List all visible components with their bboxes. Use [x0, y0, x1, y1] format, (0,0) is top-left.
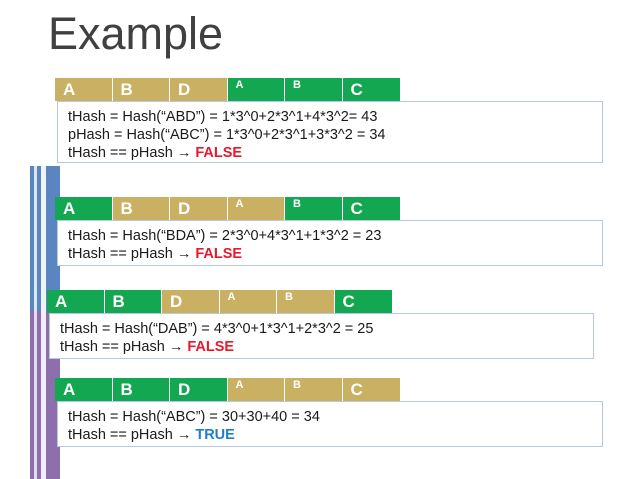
sequence-cell-label: B [293, 79, 301, 91]
sequence-cell-label: B [293, 198, 301, 210]
hash-line-3-1: tHash = Hash(“DAB”) = 4*3^0+1*3^1+2*3^2 … [60, 320, 593, 338]
sequence-cell-2-1: A [55, 197, 113, 220]
sequence-cell-4-6: C [342, 378, 400, 401]
sequence-cell-label: A [235, 79, 244, 91]
sequence-cell-label: A [63, 199, 76, 218]
hash-explanation-box-1: tHash = Hash(“ABD”) = 1*3^0+2*3^1+4*3^2=… [57, 101, 603, 163]
hash-line-text: tHash = Hash(“BDA”) = 2*3^0+4*3^1+1*3^2 … [68, 228, 382, 244]
stripe-mid-blue-upper [37, 0, 41, 311]
sequence-cell-4-2: B [112, 378, 170, 401]
sequence-cell-3-1: A [47, 290, 105, 313]
sequence-cell-1-3: D [170, 78, 228, 101]
hash-line-3-2: tHash == pHash → FALSE [60, 338, 593, 356]
comparison-result-badge: TRUE [195, 427, 235, 443]
sequence-cell-label: B [120, 380, 133, 399]
hash-line-text: tHash == pHash → [68, 246, 196, 262]
sequence-cell-label: C [350, 80, 363, 99]
sequence-cell-label: A [63, 80, 76, 99]
hash-line-text: pHash = Hash(“ABC”) = 1*3^0+2*3^1+3*3^2 … [68, 127, 386, 143]
sequence-cell-label: B [112, 292, 125, 311]
hash-line-2-2: tHash == pHash → FALSE [68, 245, 602, 263]
sequence-cell-1-6: C [342, 78, 400, 101]
sequence-cell-2-5: B [285, 197, 343, 220]
sequence-cell-2-6: C [342, 197, 400, 220]
sequence-cell-label: D [170, 292, 183, 311]
sequence-cell-label: C [342, 292, 355, 311]
hash-explanation-box-3: tHash = Hash(“DAB”) = 4*3^0+1*3^1+2*3^2 … [49, 313, 594, 359]
sequence-cell-1-4: A [227, 78, 285, 101]
sequence-cell-4-3: D [170, 378, 228, 401]
hash-line-1-3: tHash == pHash → FALSE [68, 144, 602, 162]
sequence-cell-label: C [350, 199, 363, 218]
sequence-cell-4-4: A [227, 378, 285, 401]
hash-explanation-box-2: tHash = Hash(“BDA”) = 2*3^0+4*3^1+1*3^2 … [57, 220, 603, 266]
sequence-cell-1-2: B [112, 78, 170, 101]
hash-line-4-2: tHash == pHash → TRUE [68, 426, 602, 444]
hash-line-2-1: tHash = Hash(“BDA”) = 2*3^0+4*3^1+1*3^2 … [68, 227, 602, 245]
sequence-cell-1-1: A [55, 78, 113, 101]
sequence-cell-3-3: D [162, 290, 220, 313]
stripe-outer-blue-upper [30, 0, 34, 311]
stripe-pale-1-upper [34, 0, 37, 311]
sequence-cell-label: B [285, 291, 293, 303]
stripe-outer-blue-lower [30, 311, 34, 479]
sequence-cell-label: A [227, 291, 236, 303]
hash-line-4-1: tHash = Hash(“ABC”) = 30+30+40 = 34 [68, 408, 602, 426]
stripe-pale-1-lower [34, 311, 37, 479]
sequence-cell-2-3: D [170, 197, 228, 220]
hash-line-text: tHash = Hash(“ABD”) = 1*3^0+2*3^1+4*3^2=… [68, 109, 378, 125]
sequence-cell-label: A [63, 380, 76, 399]
sequence-cell-label: A [235, 198, 244, 210]
sequence-cell-4-1: A [55, 378, 113, 401]
sequence-cell-label: B [120, 80, 133, 99]
sequence-cell-label: A [235, 379, 244, 391]
left-accent-stripes [0, 0, 60, 479]
sequence-cell-4-5: B [285, 378, 343, 401]
hash-line-text: tHash == pHash → [60, 339, 188, 355]
sequence-cell-label: A [55, 292, 68, 311]
sequence-cell-2-4: A [227, 197, 285, 220]
comparison-result-badge: FALSE [187, 339, 235, 355]
sequence-cell-3-4: A [219, 290, 277, 313]
sequence-cell-1-5: B [285, 78, 343, 101]
comparison-result-badge: FALSE [195, 246, 243, 262]
sequence-cell-3-2: B [104, 290, 162, 313]
sequence-cell-label: D [178, 80, 191, 99]
hash-line-text: tHash == pHash → [68, 145, 196, 161]
sequence-cell-3-5: B [277, 290, 335, 313]
sequence-cell-label: B [120, 199, 133, 218]
sequence-cell-label: B [293, 379, 301, 391]
comparison-result-badge: FALSE [195, 145, 243, 161]
sequence-cell-label: D [178, 380, 191, 399]
stripe-pale-2-lower [41, 311, 46, 479]
sequence-cell-3-6: C [334, 290, 392, 313]
hash-line-1-1: tHash = Hash(“ABD”) = 1*3^0+2*3^1+4*3^2=… [68, 108, 602, 126]
sequence-cell-label: D [178, 199, 191, 218]
hash-line-text: tHash = Hash(“ABC”) = 30+30+40 = 34 [68, 409, 320, 425]
hash-line-1-2: pHash = Hash(“ABC”) = 1*3^0+2*3^1+3*3^2 … [68, 126, 602, 144]
hash-line-text: tHash == pHash → [68, 427, 196, 443]
hash-line-text: tHash = Hash(“DAB”) = 4*3^0+1*3^1+2*3^2 … [60, 321, 374, 337]
page-title: Example [48, 8, 224, 59]
stripe-pale-2-upper [41, 0, 46, 311]
sequence-cell-label: C [350, 380, 363, 399]
sequence-cell-2-2: B [112, 197, 170, 220]
stripe-mid-blue-lower [37, 311, 41, 479]
